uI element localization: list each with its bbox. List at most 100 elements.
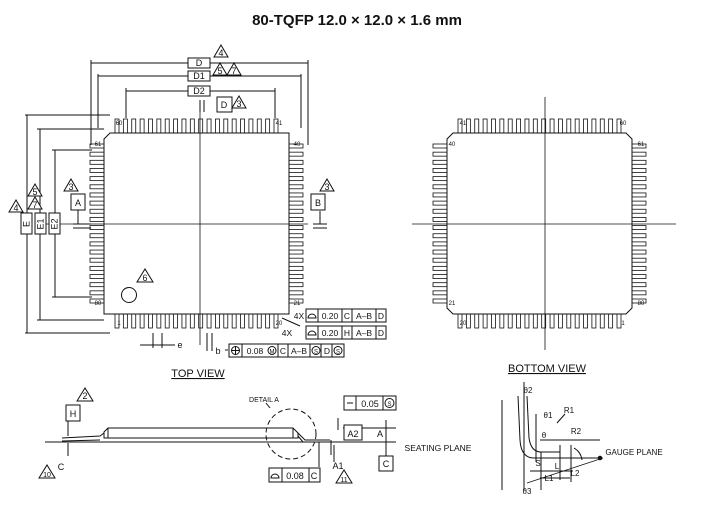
bottom-lead-right	[631, 176, 647, 182]
top-lead-top	[122, 118, 128, 134]
pin-number: 40	[294, 142, 301, 148]
top-lead-top	[148, 118, 153, 134]
bottom-lead-right	[631, 225, 647, 230]
bottom-lead-bottom	[499, 313, 505, 329]
bottom-lead-bottom	[558, 313, 563, 329]
gauge-plane-label: GAUGE PLANE	[605, 448, 662, 457]
bottom-lead-top	[465, 118, 471, 134]
top-lead-bottom	[198, 313, 204, 329]
flatness-value: 0.05	[361, 399, 379, 409]
top-lead-top	[173, 118, 178, 134]
top-body-outline	[103, 132, 290, 315]
bottom-lead-left	[432, 274, 448, 279]
note-7: 7	[231, 66, 236, 76]
coplanarity-ref: C	[311, 471, 318, 481]
tol-ref: A–B	[356, 328, 372, 338]
top-lead-left	[89, 208, 105, 214]
bottom-lead-left	[432, 143, 448, 149]
note-3: 3	[236, 99, 241, 109]
pin-number: 20	[460, 321, 467, 327]
bottom-body-outline	[446, 132, 633, 315]
bottom-lead-left	[432, 241, 448, 247]
top-lead-left	[89, 184, 105, 190]
tol-count: 4X	[282, 328, 293, 338]
dim-e: e	[177, 340, 182, 350]
dim-D2: D2	[193, 86, 205, 96]
dim-E1: E1	[36, 218, 46, 229]
pin-number: 20	[276, 321, 283, 327]
bottom-lead-right	[631, 184, 647, 190]
detail-a-circle	[265, 408, 317, 460]
bottom-lead-left	[432, 290, 448, 296]
top-lead-right	[288, 233, 304, 239]
top-lead-left	[89, 176, 105, 182]
bottom-lead-left	[432, 233, 448, 239]
bottom-lead-bottom	[566, 313, 572, 329]
top-lead-top	[156, 118, 162, 134]
top-lead-left	[89, 282, 105, 288]
bottom-lead-bottom	[491, 313, 496, 329]
bottom-lead-right	[631, 265, 647, 271]
top-lead-top	[248, 118, 254, 134]
top-lead-top	[206, 118, 212, 134]
top-lead-right	[288, 217, 304, 222]
pin-number: 80	[638, 301, 645, 307]
note-2: 2	[82, 391, 87, 401]
detail-view	[501, 382, 604, 490]
dim-D: D	[196, 58, 203, 68]
datum-C-label: C	[383, 459, 390, 469]
note-3: 3	[68, 182, 73, 192]
bottom-lead-top	[474, 118, 480, 134]
pin-number: 60	[116, 121, 123, 127]
bottom-lead-top	[591, 118, 597, 134]
pin-number: 40	[449, 142, 456, 148]
bottom-lead-left	[432, 176, 448, 182]
coplanarity-value: 0.08	[286, 471, 304, 481]
bottom-lead-left	[432, 200, 448, 206]
detail-a-label: DETAIL A	[249, 397, 279, 404]
angle-theta1: θ1	[544, 411, 553, 420]
bottom-lead-bottom	[549, 313, 555, 329]
top-lead-bottom	[181, 313, 187, 329]
ref-C: C	[58, 462, 65, 472]
pin1-marker	[121, 287, 137, 303]
note-5: 5	[217, 66, 222, 76]
dim-E: E	[22, 221, 32, 227]
note-4: 4	[218, 48, 223, 58]
top-lead-bottom	[248, 313, 254, 329]
bottom-lead-right	[631, 217, 647, 222]
pin-number: 1	[621, 321, 625, 327]
note-5: 5	[32, 187, 37, 197]
top-lead-left	[89, 274, 105, 279]
tol-ref: D	[324, 346, 330, 356]
top-lead-bottom	[139, 313, 145, 329]
bottom-lead-right	[631, 233, 647, 239]
bottom-lead-left	[432, 298, 448, 304]
bottom-lead-right	[631, 168, 647, 173]
datum-H-label: H	[70, 409, 77, 419]
dim-A2: A2	[347, 429, 358, 439]
top-lead-bottom	[240, 313, 245, 329]
seating-plane-label: SEATING PLANE	[405, 443, 472, 453]
top-lead-top	[139, 118, 145, 134]
top-lead-right	[288, 184, 304, 190]
top-lead-right	[288, 200, 304, 206]
note-4: 4	[13, 203, 18, 213]
top-lead-top	[215, 118, 220, 134]
pin-number: 60	[620, 121, 627, 127]
top-lead-bottom	[148, 313, 153, 329]
top-lead-right	[288, 192, 304, 198]
top-lead-bottom	[256, 313, 262, 329]
dim-S: S	[535, 459, 540, 468]
bottom-lead-left	[432, 257, 448, 263]
tol-value: 0.20	[322, 311, 339, 321]
dim-L2: L2	[571, 469, 580, 478]
bottom-lead-right	[631, 274, 647, 279]
top-lead-bottom	[164, 313, 170, 329]
bottom-lead-top	[532, 118, 538, 134]
top-lead-top	[131, 118, 137, 134]
bottom-lead-top	[566, 118, 572, 134]
bottom-lead-bottom	[608, 313, 614, 329]
flatness-modifier: S	[387, 402, 391, 408]
